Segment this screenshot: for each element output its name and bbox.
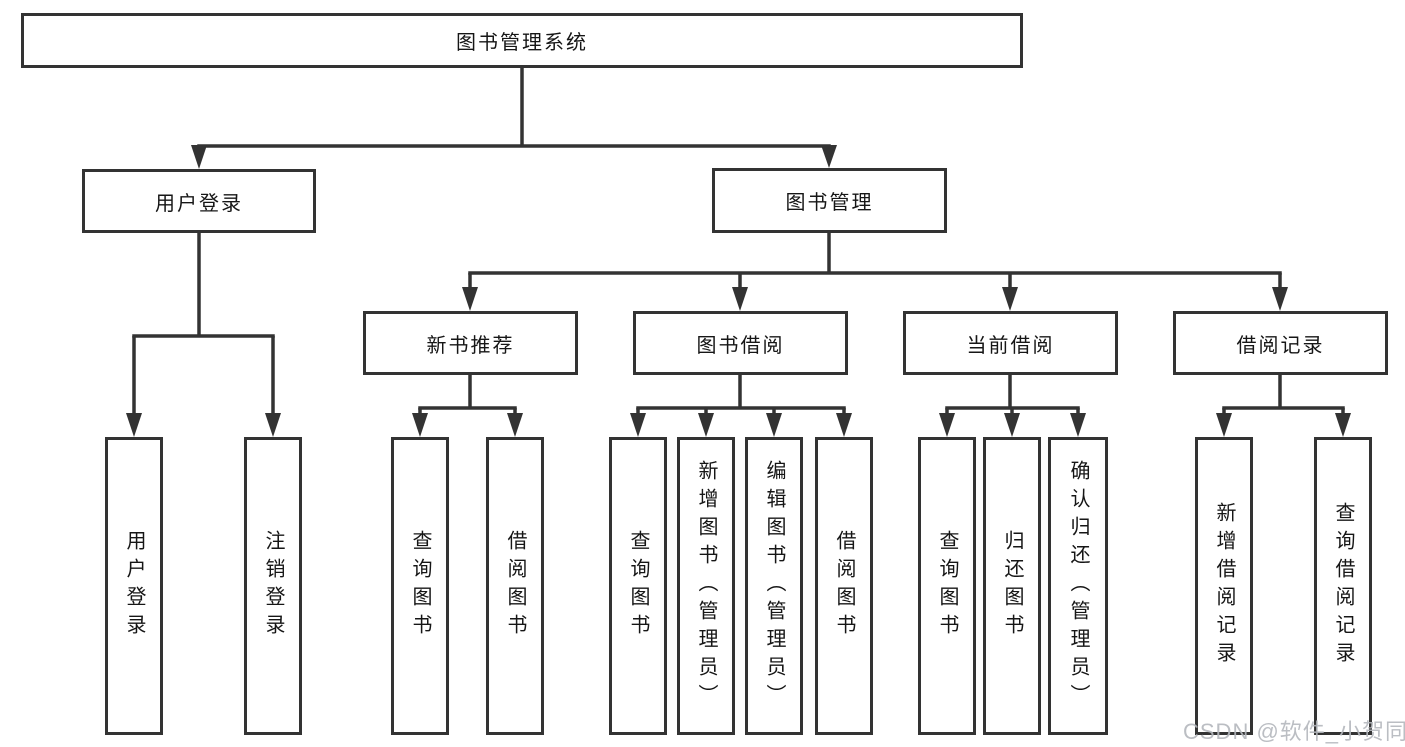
node-new-book-recommend: 新书推荐 — [363, 311, 578, 375]
leaf-bb-edit-books-admin-label: 编辑图书（管理员） — [763, 460, 785, 712]
leaf-bb-query-books-label: 查询图书 — [627, 530, 649, 642]
leaf-nb-query-books-label: 查询图书 — [409, 530, 431, 642]
leaf-cb-query-books: 查询图书 — [918, 437, 976, 735]
leaf-bb-query-books: 查询图书 — [609, 437, 667, 735]
node-book-management: 图书管理 — [712, 168, 947, 233]
leaf-user-login: 用户登录 — [105, 437, 163, 735]
node-borrow-records: 借阅记录 — [1173, 311, 1388, 375]
csdn-watermark: CSDN @软件_小贺同学 — [1183, 719, 1405, 744]
leaf-bb-edit-books-admin: 编辑图书（管理员） — [745, 437, 803, 735]
leaf-br-add-record-label: 新增借阅记录 — [1213, 502, 1235, 670]
node-root: 图书管理系统 — [21, 13, 1023, 68]
leaf-cb-return-books-label: 归还图书 — [1001, 530, 1023, 642]
leaf-bb-add-books-admin-label: 新增图书（管理员） — [695, 460, 717, 712]
leaf-br-query-record: 查询借阅记录 — [1314, 437, 1372, 735]
node-current-borrow-label: 当前借阅 — [966, 334, 1055, 357]
leaf-nb-borrow-books: 借阅图书 — [486, 437, 544, 735]
leaf-cb-query-books-label: 查询图书 — [936, 530, 958, 642]
leaf-bb-borrow-books-label: 借阅图书 — [833, 530, 855, 642]
leaf-bb-add-books-admin: 新增图书（管理员） — [677, 437, 735, 735]
leaf-cb-confirm-return-admin: 确认归还（管理员） — [1048, 437, 1108, 735]
node-user-login: 用户登录 — [82, 169, 316, 233]
node-book-borrow-label: 图书借阅 — [696, 334, 785, 357]
leaf-user-login-label: 用户登录 — [123, 530, 145, 642]
node-current-borrow: 当前借阅 — [903, 311, 1118, 375]
node-new-book-recommend-label: 新书推荐 — [426, 334, 515, 357]
node-book-management-label: 图书管理 — [785, 192, 874, 214]
leaf-nb-borrow-books-label: 借阅图书 — [504, 530, 526, 642]
leaf-br-add-record: 新增借阅记录 — [1195, 437, 1253, 735]
leaf-cb-confirm-return-admin-label: 确认归还（管理员） — [1067, 460, 1089, 712]
leaf-nb-query-books: 查询图书 — [391, 437, 449, 735]
node-book-borrow: 图书借阅 — [633, 311, 848, 375]
node-user-login-label: 用户登录 — [155, 192, 243, 215]
leaf-br-query-record-label: 查询借阅记录 — [1332, 502, 1354, 670]
leaf-bb-borrow-books: 借阅图书 — [815, 437, 873, 735]
node-borrow-records-label: 借阅记录 — [1236, 334, 1325, 357]
leaf-cb-return-books: 归还图书 — [983, 437, 1041, 735]
node-root-label: 图书管理系统 — [456, 32, 588, 54]
leaf-logout: 注销登录 — [244, 437, 302, 735]
leaf-logout-label: 注销登录 — [262, 530, 284, 642]
